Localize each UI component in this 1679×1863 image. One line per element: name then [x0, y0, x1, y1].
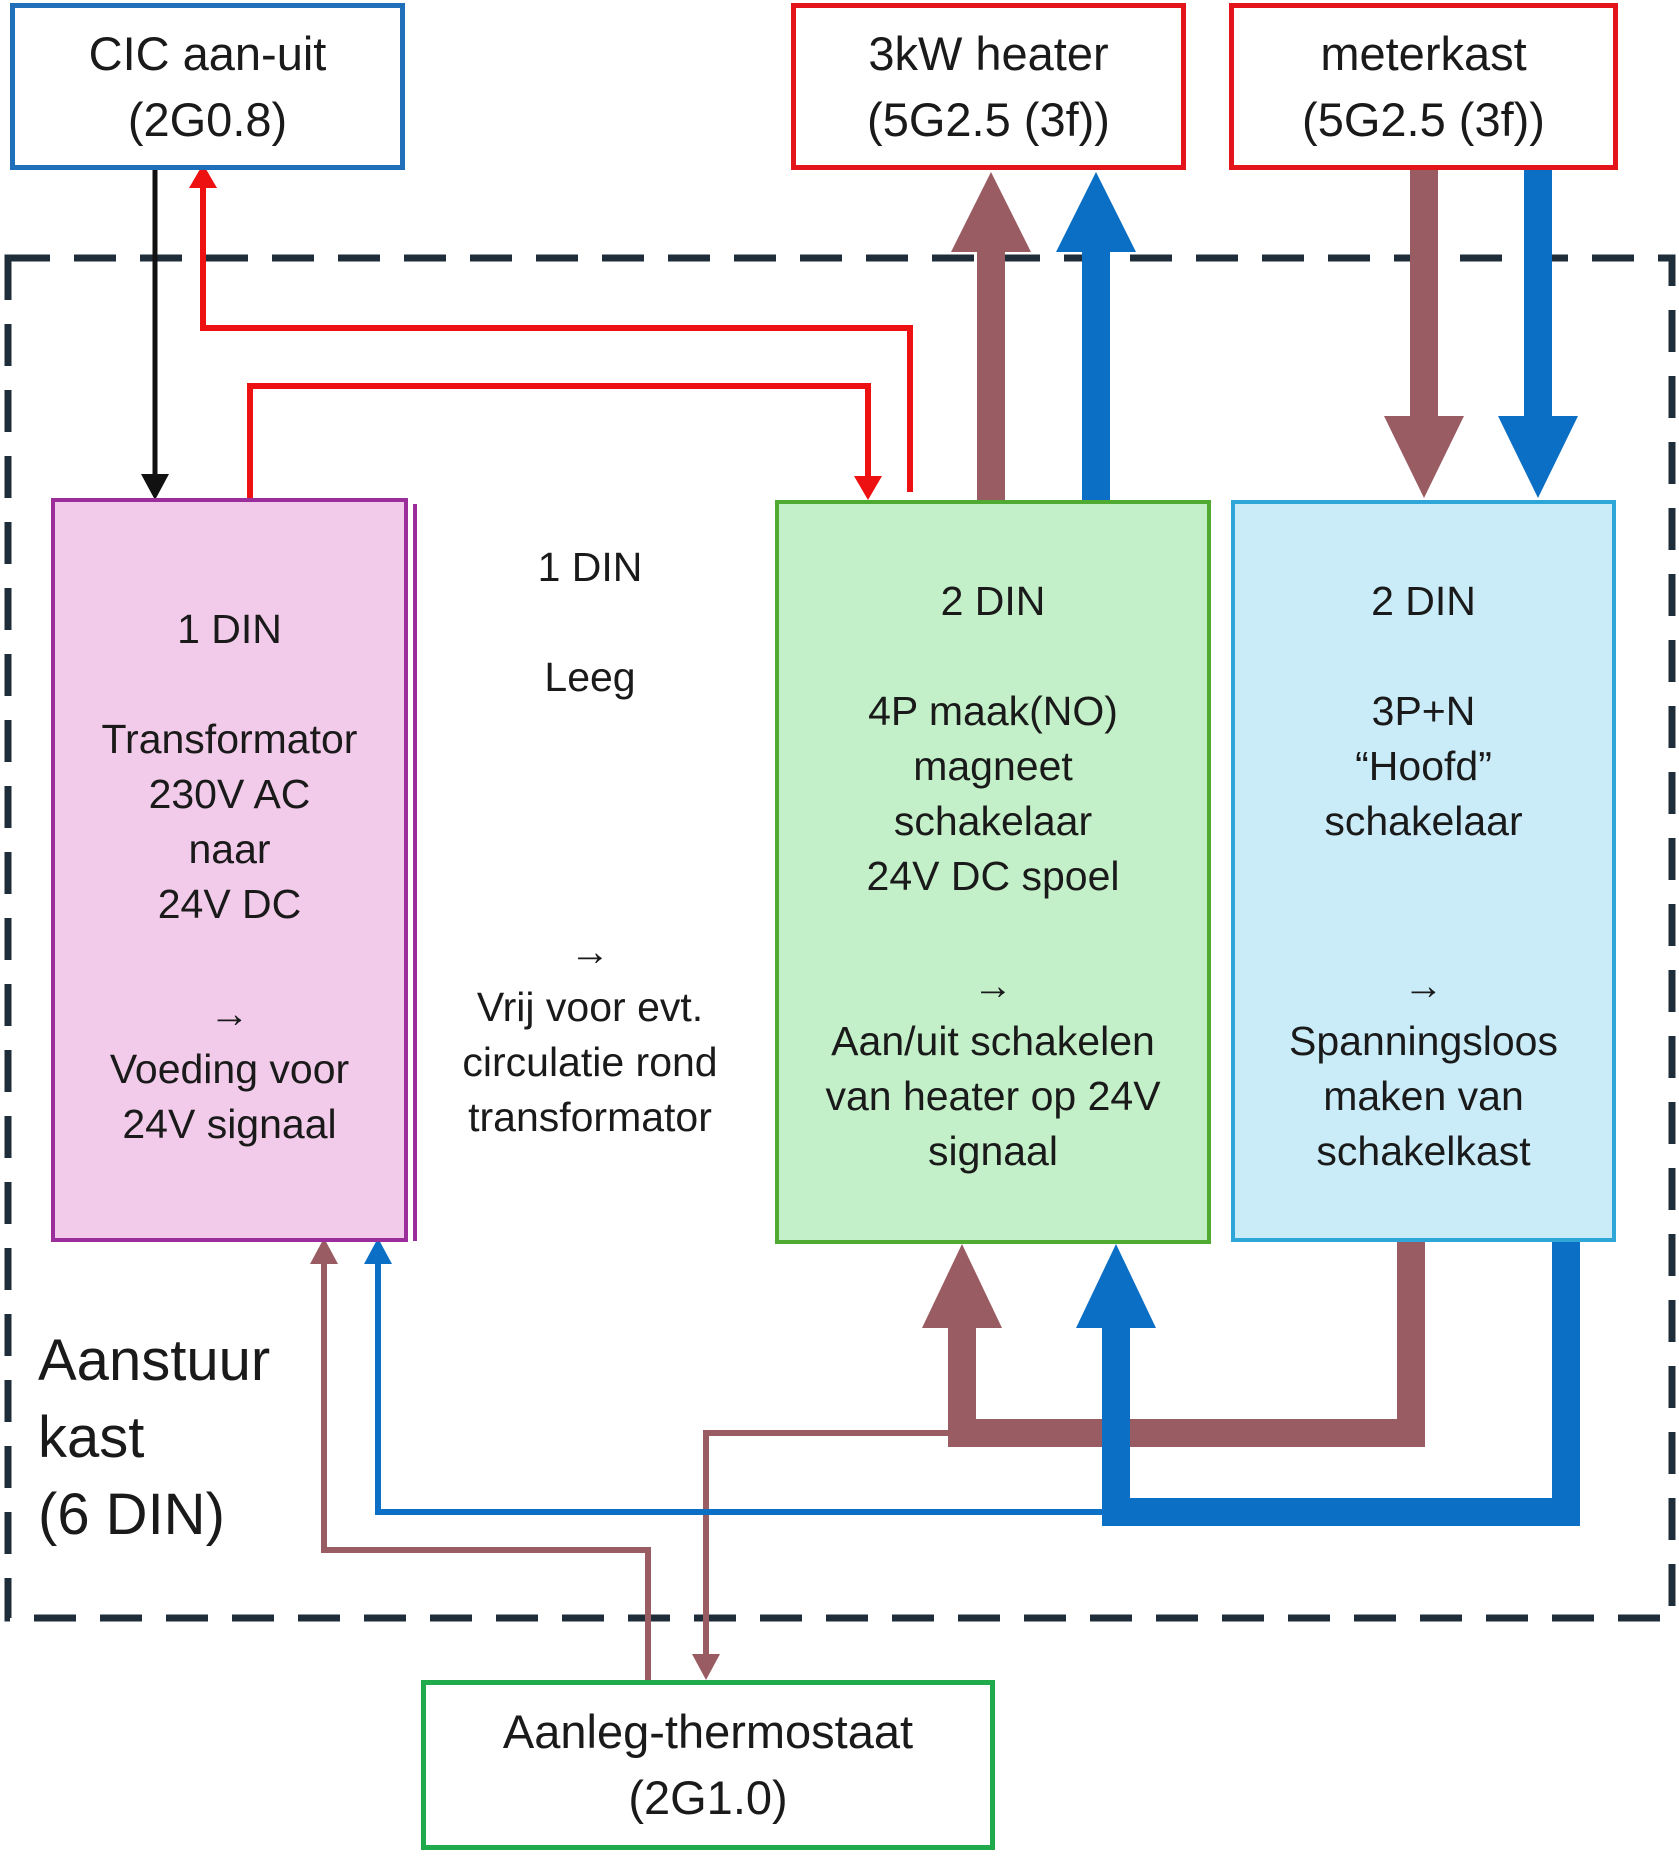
main-switch-purpose-2: maken van — [1323, 1073, 1524, 1119]
main-switch-line-1: 3P+N — [1371, 688, 1476, 734]
transformer-line-2: 230V AC — [148, 771, 311, 817]
meterkast-cable: (5G2.5 (3f)) — [1302, 92, 1545, 146]
main-switch-din-size: 2 DIN — [1371, 578, 1476, 624]
right-arrow-icon: → — [209, 992, 250, 1036]
wire-contactor-to-heater-phase — [951, 172, 1031, 500]
right-arrow-icon: → — [1403, 964, 1444, 1008]
transformer-module-edge — [413, 504, 417, 1241]
heater-box: 3kW heater (5G2.5 (3f)) — [791, 3, 1186, 170]
wire-switch-to-contactor-neutral — [1076, 1242, 1580, 1526]
enclosure-label: Aanstuur kast (6 DIN) — [38, 1322, 270, 1553]
contactor-line-3: schakelaar — [893, 798, 1093, 844]
wire-cic-to-transformer — [141, 170, 169, 500]
thermostat-label: Aanleg-thermostaat — [502, 1705, 914, 1758]
contactor-din-size: 2 DIN — [940, 578, 1046, 624]
cic-box: CIC aan-uit (2G0.8) — [10, 3, 405, 170]
transformer-line-3: naar — [188, 826, 271, 872]
main-switch-module: 2 DIN 3P+N “Hoofd” schakelaar → Spanning… — [1231, 500, 1616, 1242]
heater-label: 3kW heater — [868, 26, 1109, 80]
thermostat-box: Aanleg-thermostaat (2G1.0) — [421, 1680, 995, 1850]
wire-neutral-to-transformer — [364, 1238, 1116, 1515]
contactor-purpose-1: Aan/uit schakelen — [831, 1018, 1155, 1064]
contactor-module: 2 DIN 4P maak(NO) magneet schakelaar 24V… — [775, 500, 1211, 1244]
empty-purpose-1: Vrij voor evt. — [476, 984, 704, 1030]
wire-meterkast-to-switch-neutral — [1498, 170, 1578, 498]
thermostat-cable: (2G1.0) — [628, 1771, 788, 1824]
enclosure-label-line-2: kast — [38, 1405, 145, 1470]
transformer-din-size: 1 DIN — [177, 606, 282, 652]
enclosure-dashed-border — [4, 254, 1676, 1622]
contactor-purpose-2: van heater op 24V — [825, 1073, 1161, 1119]
wire-contactor-to-heater-neutral — [1056, 172, 1136, 500]
wire-contactor-to-cic — [189, 164, 913, 492]
contactor-line-1: 4P maak(NO) — [868, 688, 1118, 734]
wire-transformer-to-contactor — [247, 383, 882, 500]
transformer-purpose-1: Voeding voor — [109, 1046, 350, 1092]
right-arrow-icon: → — [570, 930, 610, 974]
transformer-line-1: Transformator — [101, 716, 358, 762]
wire-contactor-to-thermostat — [692, 1430, 962, 1680]
empty-purpose-3: transformator — [468, 1094, 712, 1140]
wire-thermostat-to-transformer — [310, 1238, 651, 1680]
transformer-purpose-2: 24V signaal — [122, 1101, 337, 1147]
meterkast-box: meterkast (5G2.5 (3f)) — [1229, 3, 1618, 170]
transformer-module: 1 DIN Transformator 230V AC naar 24V DC … — [51, 498, 408, 1242]
wire-switch-to-contactor-phase — [922, 1242, 1425, 1447]
contactor-purpose-3: signaal — [928, 1128, 1058, 1174]
empty-slot: 1 DIN Leeg → Vrij voor evt. circulatie r… — [430, 498, 750, 1242]
wire-meterkast-to-switch-phase — [1384, 170, 1464, 498]
main-switch-line-3: schakelaar — [1324, 798, 1523, 844]
main-switch-line-2: “Hoofd” — [1355, 743, 1492, 789]
main-switch-purpose-3: schakelkast — [1316, 1128, 1531, 1174]
transformer-line-4: 24V DC — [157, 881, 302, 927]
empty-din-size: 1 DIN — [537, 544, 643, 590]
heater-cable: (5G2.5 (3f)) — [867, 92, 1110, 146]
enclosure-label-line-1: Aanstuur — [38, 1328, 271, 1393]
contactor-line-4: 24V DC spoel — [866, 853, 1120, 899]
empty-purpose-2: circulatie rond — [462, 1039, 718, 1085]
main-switch-purpose-1: Spanningsloos — [1289, 1018, 1558, 1064]
contactor-line-2: magneet — [913, 743, 1073, 789]
enclosure-label-line-3: (6 DIN) — [38, 1482, 225, 1547]
meterkast-label: meterkast — [1320, 26, 1527, 80]
right-arrow-icon: → — [973, 964, 1013, 1008]
cic-cable: (2G0.8) — [127, 92, 288, 146]
cic-label: CIC aan-uit — [88, 26, 327, 80]
empty-name: Leeg — [544, 654, 636, 700]
